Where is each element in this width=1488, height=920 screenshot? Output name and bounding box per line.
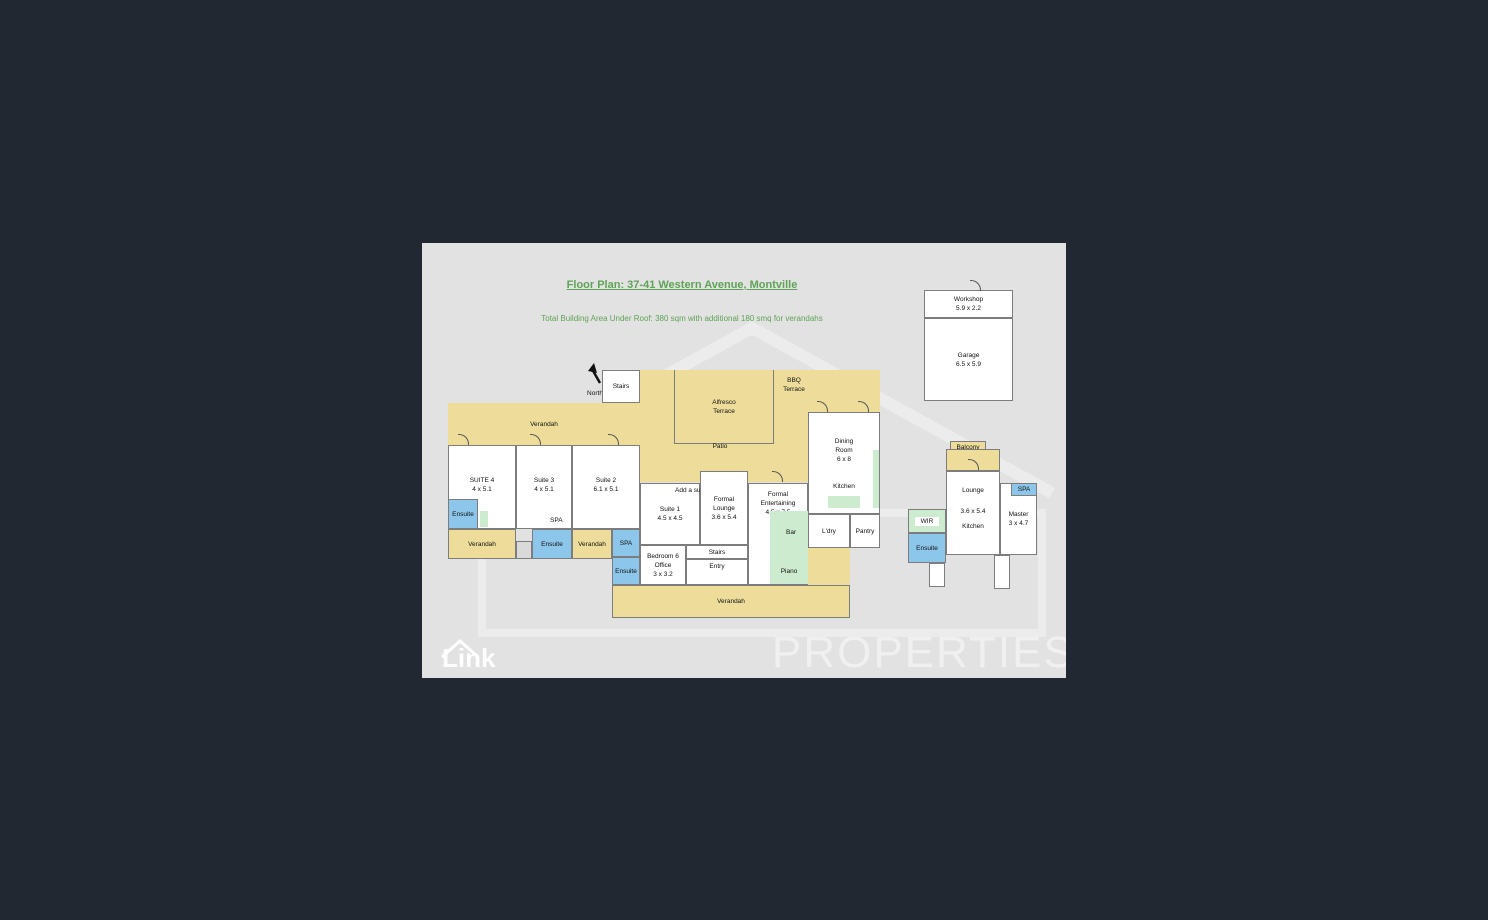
verandah-right-lower [808, 548, 850, 585]
room-stairs-top: Stairs [602, 370, 640, 403]
room-dims: 3.6 x 5.4 [960, 508, 986, 515]
north-label: North [587, 390, 603, 397]
room-label: Verandah [468, 540, 496, 548]
room-label: Verandah [530, 420, 558, 428]
room-label: Patio [712, 443, 728, 450]
room-label: Alfresco [712, 398, 736, 406]
room-label: WIR [914, 516, 940, 526]
room-label: Terrace [783, 386, 805, 393]
room-pantry: Pantry [850, 514, 880, 548]
plan-subtitle: Total Building Area Under Roof: 380 sqm … [541, 314, 823, 323]
room-dims: 4 x 5.1 [534, 486, 554, 493]
room-entry: Entry [686, 559, 748, 585]
door-icon [970, 280, 981, 291]
room-verandah-l1: Verandah [448, 529, 516, 559]
room-verandah-l2: Verandah [572, 529, 612, 559]
floor-plan: PROPERTIES Link Floor Plan: 37-41 Wester… [422, 243, 1066, 678]
room-label: Terrace [713, 407, 735, 415]
room-dims: 3 x 3.2 [653, 570, 673, 578]
room-label: Ensuite [615, 567, 637, 575]
room-label: Entertaining [760, 500, 796, 507]
room-label: Dining [834, 438, 854, 445]
room-patio: Patio [704, 442, 736, 451]
room-label: Formal [767, 491, 789, 498]
room-label: Piano [780, 568, 798, 575]
room-alfresco: Alfresco Terrace [674, 370, 774, 444]
room-label: Stairs [708, 548, 726, 556]
room-dims: 5.9 x 2.2 [956, 305, 981, 312]
room-label: Verandah [578, 540, 606, 548]
watermark-text: PROPERTIES [772, 628, 1066, 677]
room-label: L'dry [822, 527, 836, 535]
link-logo: Link [438, 633, 518, 677]
shower-s4 [480, 511, 488, 527]
room-label: Balcony [956, 443, 980, 451]
room-label: Suite 3 [533, 477, 555, 484]
room-wir: WIR [908, 509, 946, 533]
room-label: BBQ [787, 377, 801, 384]
room-label: Office [654, 561, 672, 569]
plan-title: Floor Plan: 37-41 Western Avenue, Montvi… [566, 279, 798, 291]
room-suite2: Suite 2 6.1 x 5.1 [572, 445, 640, 529]
room-label: Kitchen [962, 523, 984, 530]
room-label: Verandah [717, 598, 745, 605]
room-spa-master: SPA [1011, 483, 1037, 496]
room-ensuite-s3: Ensuite [532, 529, 572, 559]
room-dims: 3 x 4.7 [1008, 520, 1029, 527]
room-label: Suite 2 [595, 477, 617, 484]
room-dims: 6.5 x 5.9 [956, 360, 981, 368]
kitchen-bench-side [873, 450, 879, 508]
room-dims: 4.5 x 4.5 [657, 515, 683, 522]
room-label: Ensuite [541, 540, 563, 548]
room-ensuite-s4: Ensuite [448, 499, 478, 529]
room-ldry: L'dry [808, 514, 850, 548]
room-label: Kitchen [833, 483, 855, 490]
room-formal-lounge: Formal Lounge 3.6 x 5.4 [700, 471, 748, 545]
steps-left [929, 563, 945, 587]
room-label: Pantry [855, 527, 875, 535]
kitchen-bench [828, 496, 860, 508]
room-label: SPA [1017, 486, 1031, 493]
room-workshop: Workshop 5.9 x 2.2 [924, 290, 1013, 318]
room-label: Garage [957, 351, 980, 359]
room-spa-s3: SPA [550, 517, 563, 524]
room-ensuite-mid: Ensuite [612, 557, 640, 585]
room-label: SUITE 4 [469, 477, 495, 484]
room-stairs-mid: Stairs [686, 545, 748, 559]
room-label: SPA [619, 539, 633, 547]
room-lounge: Lounge 3.6 x 5.4 Kitchen [946, 471, 1000, 555]
link-logo-text: Link [442, 643, 496, 673]
room-verandah-bottom: Verandah [612, 585, 850, 618]
room-bar: Bar [786, 529, 797, 536]
room-garage: Garage 6.5 x 5.9 [924, 318, 1013, 401]
room-label: Stairs [612, 383, 630, 390]
room-dims: 6.1 x 5.1 [593, 486, 619, 493]
room-suite3: Suite 3 4 x 5.1 [516, 445, 572, 529]
room-dims: 6 x 8 [836, 456, 852, 463]
north-arrow-icon [588, 363, 602, 384]
room-label: Lounge [962, 487, 984, 494]
room-ensuite-master: Ensuite [908, 533, 946, 563]
room-label: Lounge [713, 504, 735, 512]
room-label: Room [835, 447, 853, 454]
room-suite1: Suite 1 4.5 x 4.5 [640, 483, 700, 545]
room-dims: 4 x 5.1 [472, 486, 492, 493]
room-bedroom6: Bedroom 6 Office 3 x 3.2 [640, 545, 686, 585]
room-label: Formal [713, 495, 735, 503]
room-spa-mid: SPA [612, 529, 640, 557]
room-bbq: BBQ Terrace [778, 376, 810, 394]
room-label: Suite 1 [659, 506, 681, 513]
room-label: Master [1008, 511, 1029, 518]
room-piano: Piano [770, 511, 808, 584]
room-label: Entry [709, 563, 725, 570]
room-dims: 3.6 x 5.4 [711, 513, 737, 521]
room-label: Workshop [953, 296, 984, 303]
steps-right [994, 555, 1010, 589]
step-l1 [516, 541, 532, 559]
room-label: Ensuite [452, 510, 474, 518]
room-label: Ensuite [916, 544, 938, 552]
room-label: Bedroom 6 [647, 552, 679, 560]
